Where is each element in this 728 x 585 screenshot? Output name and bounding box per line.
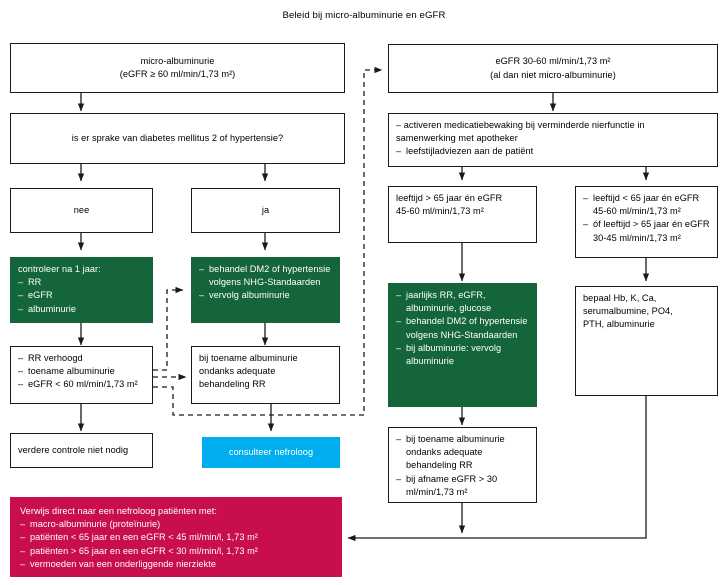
node-toename-albuminurie-links[interactable]: bij toename albuminurie ondanks adequate…: [191, 346, 340, 404]
list-item: eGFR < 60 ml/min/1,73 m²: [18, 378, 145, 391]
list-item: RR: [18, 276, 145, 289]
list-item: bij toename albuminurie ondanks adequate…: [396, 433, 529, 473]
node-consulteer-nefroloog-label: consulteer nefroloog: [228, 446, 314, 457]
node-behandel-dm2[interactable]: behandel DM2 of hypertensie volgens NHG-…: [191, 257, 340, 323]
node-medicatiebewaking-lead: – activeren medicatiebewaking bij vermin…: [396, 120, 645, 130]
node-verwijs-direct-lead: Verwijs direct naar een nefroloog patiën…: [20, 506, 217, 516]
node-bepaal-hb-line2: serumalbumine, PO4,: [583, 306, 673, 317]
list-item: behandel DM2 of hypertensie volgens NHG-…: [396, 315, 529, 341]
list-item: eGFR: [18, 289, 145, 302]
node-toename-midden-list: bij toename albuminurie ondanks adequate…: [396, 433, 529, 499]
node-behandel-dm2-list: behandel DM2 of hypertensie volgens NHG-…: [199, 263, 332, 303]
list-item: jaarlijks RR, eGFR, albuminurie, glucose: [396, 289, 529, 315]
list-item: óf leeftijd > 65 jaar én eGFR 30-45 ml/m…: [583, 218, 710, 244]
node-egfr-30-60-line2: (al dan niet micro-albuminurie): [490, 69, 616, 80]
node-leeftijd-boven-65-line1: leeftijd > 65 jaar én eGFR: [396, 193, 503, 203]
list-item: leeftijd < 65 jaar én eGFR 45-60 ml/min/…: [583, 192, 710, 218]
page-title: Beleid bij micro-albuminurie en eGFR: [282, 10, 446, 21]
node-toename-links-line1: bij toename albuminurie: [199, 353, 298, 363]
node-medicatiebewaking-line2: samenwerking met apotheker: [396, 133, 518, 144]
node-verdere-controle-label: verdere controle niet nodig: [18, 444, 129, 455]
node-jaarlijks-rr-list: jaarlijks RR, eGFR, albuminurie, glucose…: [396, 289, 529, 368]
list-item: patiënten < 65 jaar en een eGFR < 45 ml/…: [20, 531, 332, 544]
node-bepaal-hb[interactable]: bepaal Hb, K, Ca, serumalbumine, PO4, PT…: [575, 286, 718, 396]
node-toename-albuminurie-midden[interactable]: bij toename albuminurie ondanks adequate…: [388, 427, 537, 503]
node-dm2-hypertensie-vraag[interactable]: is er sprake van diabetes mellitus 2 of …: [10, 113, 345, 164]
node-nee-label: nee: [73, 204, 90, 215]
node-leeftijd-onder-65-list: leeftijd < 65 jaar én eGFR 45-60 ml/min/…: [583, 192, 710, 245]
list-item: patiënten > 65 jaar en een eGFR < 30 ml/…: [20, 545, 332, 558]
list-item: bij afname eGFR > 30 ml/min/1,73 m²: [396, 473, 529, 499]
node-bepaal-hb-line3: PTH, albuminurie: [583, 319, 655, 330]
node-controleer-lead: controleer na 1 jaar:: [18, 264, 101, 274]
node-verdere-controle-niet-nodig[interactable]: verdere controle niet nodig: [10, 433, 153, 468]
node-micro-albuminurie-line1: micro-albuminurie: [140, 55, 215, 66]
node-jaarlijks-rr[interactable]: jaarlijks RR, eGFR, albuminurie, glucose…: [388, 283, 537, 407]
list-item: behandel DM2 of hypertensie volgens NHG-…: [199, 263, 332, 289]
edge-rr-to-behandel-dashed: [153, 286, 184, 371]
node-toename-links-line2: ondanks adequate: [199, 366, 276, 377]
node-leeftijd-boven-65[interactable]: leeftijd > 65 jaar én eGFR 45-60 ml/min/…: [388, 186, 537, 243]
node-consulteer-nefroloog[interactable]: consulteer nefroloog: [202, 437, 340, 468]
list-item: albuminurie: [18, 303, 145, 316]
node-nee[interactable]: nee: [10, 188, 153, 233]
list-item: vermoeden van een onderliggende nierziek…: [20, 558, 332, 571]
node-micro-albuminurie-line2: (eGFR ≥ 60 ml/min/1,73 m²): [119, 69, 236, 79]
node-rr-verhoogd[interactable]: RR verhoogd toename albuminurie eGFR < 6…: [10, 346, 153, 404]
node-dm2-vraag-text: is er sprake van diabetes mellitus 2 of …: [71, 132, 284, 143]
node-toename-links-line3: behandeling RR: [199, 379, 266, 390]
node-bepaal-hb-line1: bepaal Hb, K, Ca,: [583, 293, 657, 303]
node-egfr-30-60-line1: eGFR 30-60 ml/min/1,73 m²: [495, 56, 611, 67]
node-leeftijd-onder-65[interactable]: leeftijd < 65 jaar én eGFR 45-60 ml/min/…: [575, 186, 718, 258]
list-item: RR verhoogd: [18, 352, 145, 365]
node-medicatiebewaking[interactable]: – activeren medicatiebewaking bij vermin…: [388, 113, 718, 167]
node-ja[interactable]: ja: [191, 188, 340, 233]
node-controleer-na-1-jaar[interactable]: controleer na 1 jaar: RR eGFR albuminuri…: [10, 257, 153, 323]
node-egfr-30-60[interactable]: eGFR 30-60 ml/min/1,73 m² (al dan niet m…: [388, 44, 718, 93]
list-item: vervolg albuminurie: [199, 289, 332, 302]
node-verwijs-direct[interactable]: Verwijs direct naar een nefroloog patiën…: [10, 497, 342, 577]
node-rr-verhoogd-list: RR verhoogd toename albuminurie eGFR < 6…: [18, 352, 145, 392]
list-item: toename albuminurie: [18, 365, 145, 378]
node-controleer-list: RR eGFR albuminurie: [18, 276, 145, 316]
node-medicatiebewaking-list: leefstijladviezen aan de patiënt: [396, 145, 710, 158]
node-micro-albuminurie[interactable]: micro-albuminurie (eGFR ≥ 60 ml/min/1,73…: [10, 43, 345, 93]
node-leeftijd-boven-65-line2: 45-60 ml/min/1,73 m²: [396, 206, 484, 217]
list-item: bij albuminurie: vervolg albuminurie: [396, 342, 529, 368]
list-item: macro-albuminurie (proteïnurie): [20, 518, 332, 531]
node-ja-label: ja: [261, 204, 270, 215]
node-verwijs-direct-list: macro-albuminurie (proteïnurie) patiënte…: [20, 518, 332, 571]
list-item: leefstijladviezen aan de patiënt: [396, 145, 710, 158]
